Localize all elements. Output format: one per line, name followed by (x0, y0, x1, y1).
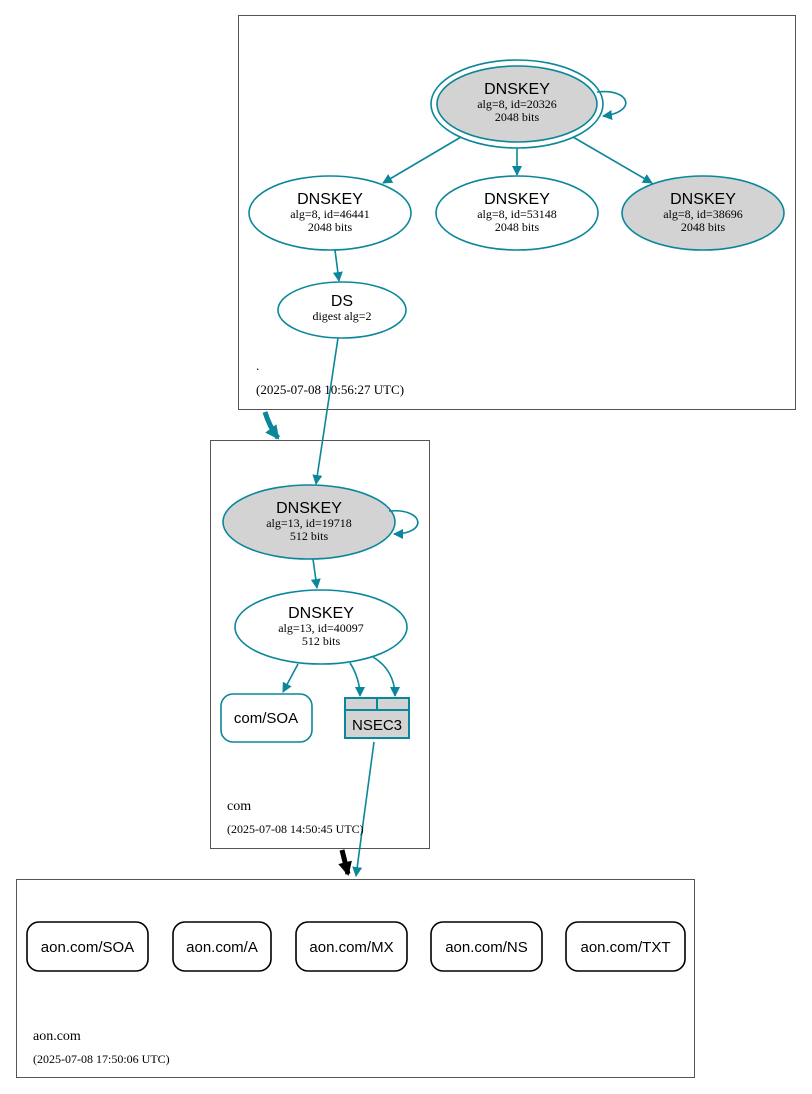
zone-com-box (210, 440, 430, 849)
zone-com-name: com (227, 799, 251, 814)
record-aon-ns: aon.com/NS (430, 921, 543, 972)
record-label: aon.com/TXT (580, 939, 670, 956)
ds-node: DS digest alg=2 (277, 281, 407, 339)
com-ksk-self-loop (388, 510, 419, 539)
zone-com-timestamp: (2025-07-08 14:50:45 UTC) (227, 822, 364, 836)
record-label: aon.com/MX (309, 939, 393, 956)
com-ksk-title: DNSKEY (276, 500, 342, 517)
root-zsk-46441-node: DNSKEY alg=8, id=46441 2048 bits (248, 175, 412, 251)
nsec3-label: NSEC3 (352, 717, 402, 734)
com-ksk-bits: 512 bits (290, 529, 329, 543)
root-zsk1-bits: 2048 bits (308, 220, 353, 234)
com-soa-label: com/SOA (234, 710, 298, 727)
com-zsk-node: DNSKEY alg=13, id=40097 512 bits (234, 589, 408, 665)
nsec3-node: NSEC3 (344, 697, 410, 739)
root-zsk1-title: DNSKEY (297, 191, 363, 208)
edge-zsk1-ds (332, 249, 343, 282)
record-aon-mx: aon.com/MX (295, 921, 408, 972)
root-zsk3-bits: 2048 bits (681, 220, 726, 234)
root-zsk2-bits: 2048 bits (495, 220, 540, 234)
root-zsk2-title: DNSKEY (484, 191, 550, 208)
com-zsk-alg: alg=13, id=40097 (278, 621, 364, 635)
root-zsk3-title: DNSKEY (670, 191, 736, 208)
edge-comksk-comzsk (310, 558, 321, 589)
edge-ds-comksk (312, 337, 339, 485)
edge-rootksk-zsk3 (572, 136, 653, 184)
com-zsk-title: DNSKEY (288, 605, 354, 622)
root-zsk-53148-node: DNSKEY alg=8, id=53148 2048 bits (435, 175, 599, 251)
record-label: aon.com/SOA (41, 939, 134, 956)
root-zsk3-alg: alg=8, id=38696 (663, 207, 743, 221)
root-ksk-title: DNSKEY (484, 81, 550, 98)
com-soa-node: com/SOA (220, 693, 313, 743)
ds-title: DS (331, 293, 353, 310)
edge-comzsk-comsoa (282, 663, 299, 693)
edge-rootksk-zsk1 (382, 136, 462, 184)
com-ksk-alg: alg=13, id=19718 (266, 516, 352, 530)
zone-root-box (238, 15, 796, 410)
edge-comzsk-nsec3-b (372, 656, 400, 697)
com-zsk-bits: 512 bits (302, 634, 341, 648)
com-ksk-node: DNSKEY alg=13, id=19718 512 bits (222, 484, 396, 560)
root-zsk-38696-node: DNSKEY alg=8, id=38696 2048 bits (621, 175, 785, 251)
zone-aon-timestamp: (2025-07-08 17:50:06 UTC) (33, 1052, 170, 1066)
record-label: aon.com/A (186, 939, 258, 956)
record-label: aon.com/NS (445, 939, 528, 956)
zone-aon-box (16, 879, 695, 1078)
root-ksk-bits: 2048 bits (495, 110, 540, 124)
record-aon-txt: aon.com/TXT (565, 921, 686, 972)
record-aon-soa: aon.com/SOA (26, 921, 149, 972)
edge-nsec3-aon (352, 741, 375, 877)
zone-root-name: . (256, 358, 259, 373)
delegation-root-com (262, 411, 281, 440)
edge-comzsk-nsec3-a (349, 662, 365, 697)
root-ksk-alg: alg=8, id=20326 (477, 97, 557, 111)
zone-aon-name: aon.com (33, 1029, 81, 1044)
root-ksk-node: DNSKEY alg=8, id=20326 2048 bits (430, 59, 604, 149)
delegation-com-aon (338, 849, 352, 876)
record-aon-a: aon.com/A (172, 921, 272, 972)
root-zsk1-alg: alg=8, id=46441 (290, 207, 370, 221)
root-ksk-self-loop (596, 90, 627, 120)
ds-digest: digest alg=2 (312, 309, 371, 323)
root-zsk2-alg: alg=8, id=53148 (477, 207, 557, 221)
